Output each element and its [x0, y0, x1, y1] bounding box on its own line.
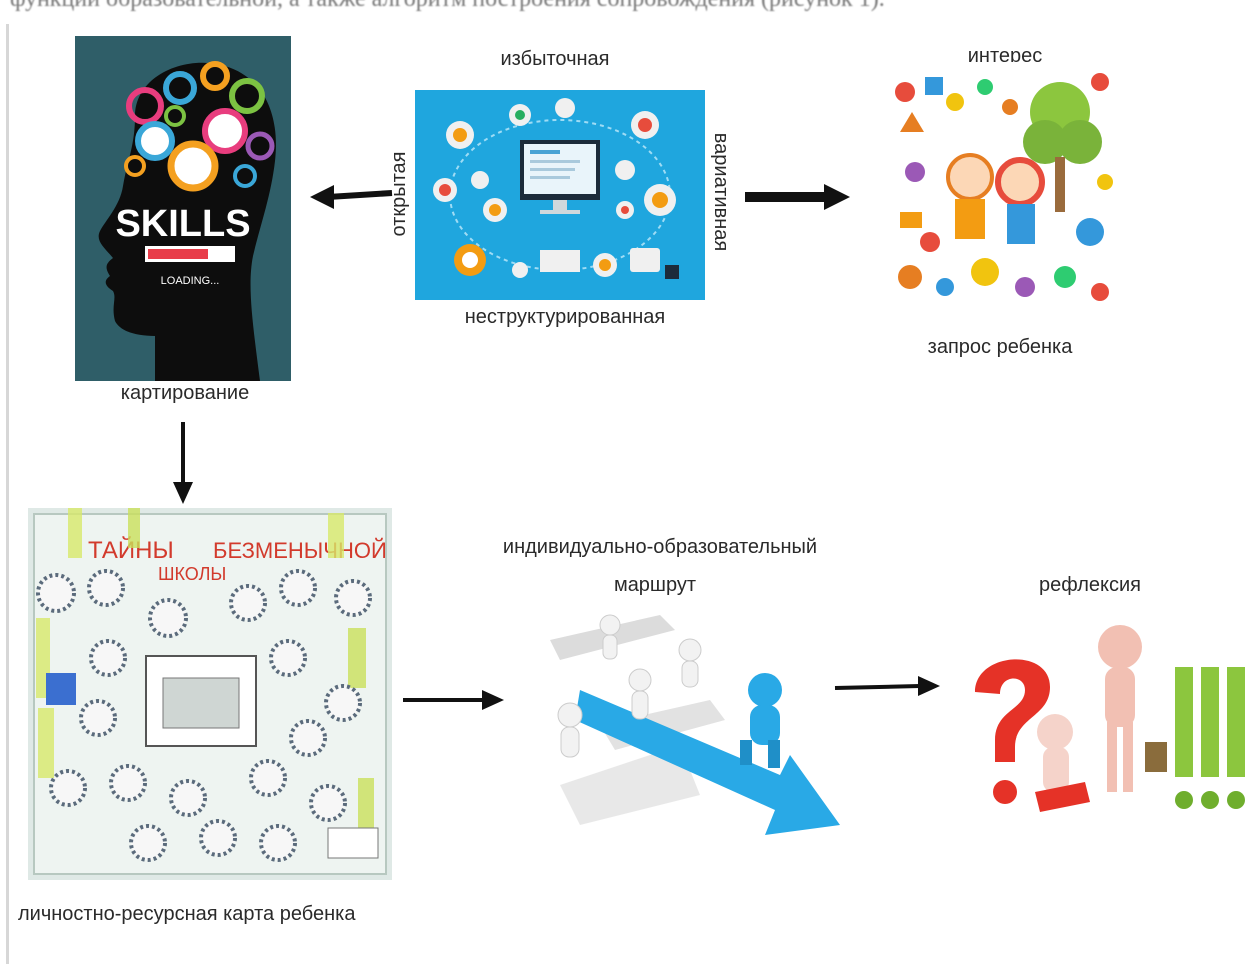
skills-headline: SKILLS: [115, 203, 250, 245]
page-left-border: [6, 24, 9, 964]
skills-loading-text: LOADING...: [161, 275, 220, 287]
map-title-sub: ШКОЛЫ: [158, 564, 226, 584]
caption-child-request: запрос ребенка: [927, 336, 1073, 358]
individual-route-image: [540, 605, 845, 840]
label-interest: интерес: [967, 45, 1043, 67]
information-network-image: [415, 90, 705, 300]
caption-reflection: рефлексия: [1038, 574, 1142, 596]
map-title-right: БЕЗМЕНЫЧНОЙ: [213, 538, 387, 563]
school-map-image: ТАЙНЫ БЕЗМЕНЫЧНОЙ ШКОЛЫ: [28, 508, 392, 880]
arrow-down: [173, 422, 193, 504]
arrow-right-top: [745, 184, 850, 210]
label-excessive: избыточная: [500, 48, 610, 70]
arrow-left: [310, 185, 393, 209]
caption-resource-map: личностно-ресурсная карта ребенка: [18, 903, 356, 925]
arrow-right-bottom-1: [403, 690, 504, 710]
arrow-right-bottom-2: [834, 676, 940, 696]
caption-route-line2: маршрут: [613, 574, 697, 596]
child-interests-image: [885, 62, 1120, 312]
skills-head-image: SKILLS LOADING...: [75, 36, 291, 381]
label-unstructured: неструктурированная: [464, 306, 666, 328]
caption-mapping: картирование: [120, 382, 250, 404]
caption-route-line1: индивидуально-образовательный: [502, 536, 818, 558]
document-text-fragment: функции образовательной, а также алгорит…: [10, 0, 1250, 16]
reflection-image: [955, 622, 1254, 822]
label-variable: вариативная: [710, 132, 732, 252]
